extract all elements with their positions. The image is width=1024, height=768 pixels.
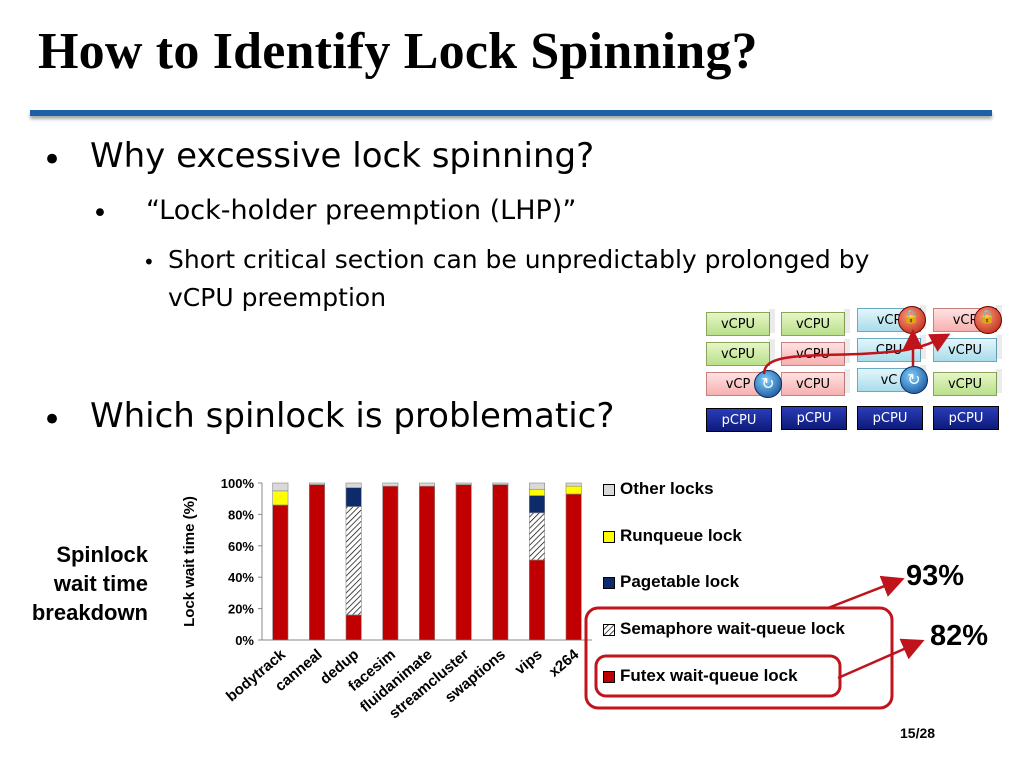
vcpu-pcpu-diagram: vCPU vCPU vCP vCP vCPU vCPU CPU vCPU vCP… bbox=[700, 302, 1020, 442]
side-label-line2: wait time bbox=[53, 571, 148, 596]
bullet-which-spinlock: Which spinlock is problematic? bbox=[90, 396, 615, 436]
bar-segment bbox=[419, 485, 436, 641]
chart-legend: Other locks Runqueue lock Pagetable lock… bbox=[598, 476, 898, 706]
bar-segment bbox=[382, 482, 399, 487]
bar-segment bbox=[528, 495, 545, 514]
bar-segment bbox=[345, 487, 362, 507]
bar-segment bbox=[309, 482, 326, 485]
legend-label-runqueue: Runqueue lock bbox=[620, 526, 742, 545]
y-tick-label: 100% bbox=[221, 476, 255, 491]
pcpu-box: pCPU bbox=[933, 406, 999, 430]
bullet-why-spinning: Why excessive lock spinning? bbox=[90, 136, 595, 176]
legend-swatch-other bbox=[603, 484, 615, 496]
bar-segment bbox=[272, 504, 289, 641]
pcpu-box: pCPU bbox=[857, 406, 923, 430]
annotation-82-percent: 82% bbox=[930, 620, 989, 652]
bar-segment bbox=[528, 482, 545, 490]
annotation-93-percent: 93% bbox=[906, 560, 965, 592]
bar-segment bbox=[309, 484, 326, 641]
bar-segment bbox=[345, 482, 362, 489]
vcpu-box: vCPU bbox=[933, 369, 1002, 396]
pcpu-box: pCPU bbox=[706, 408, 772, 432]
bar-segment bbox=[382, 485, 399, 641]
bullet-marker-2: • bbox=[42, 400, 63, 440]
lock-icon bbox=[974, 306, 1002, 334]
bar-segment bbox=[528, 559, 545, 641]
y-tick-label: 80% bbox=[228, 507, 254, 522]
legend-label-other: Other locks bbox=[620, 479, 714, 498]
bar-segment bbox=[455, 482, 472, 485]
vcpu-box: vCPU bbox=[781, 309, 850, 336]
legend-swatch-runqueue bbox=[603, 531, 615, 543]
bar-segment bbox=[528, 488, 545, 496]
side-label-line1: Spinlock bbox=[56, 542, 148, 567]
bar-segment bbox=[272, 490, 289, 506]
bullet-marker: • bbox=[42, 140, 63, 180]
y-axis-label: Lock wait time (%) bbox=[181, 496, 198, 627]
y-tick-label: 20% bbox=[228, 602, 254, 617]
x-tick-label: vips bbox=[512, 646, 546, 678]
spinlock-breakdown-label: Spinlock wait time breakdown bbox=[10, 540, 148, 627]
title-underline bbox=[30, 110, 992, 116]
bar-segment bbox=[419, 482, 436, 487]
sub-sub-bullet-marker: • bbox=[143, 250, 155, 274]
y-tick-label: 0% bbox=[235, 633, 254, 648]
bar-segment bbox=[565, 482, 582, 487]
bar-segment bbox=[345, 614, 362, 641]
sub-bullet-marker: • bbox=[92, 198, 108, 229]
y-tick-label: 40% bbox=[228, 570, 254, 585]
legend-label-futex: Futex wait-queue lock bbox=[620, 666, 798, 685]
highlight-box-futex bbox=[594, 654, 842, 698]
y-tick-label: 60% bbox=[228, 539, 254, 554]
legend-swatch-semaphore bbox=[603, 624, 615, 636]
pcpu-box: pCPU bbox=[781, 406, 847, 430]
legend-label-pagetable: Pagetable lock bbox=[620, 572, 740, 591]
side-label-line3: breakdown bbox=[31, 600, 148, 625]
bar-segment bbox=[492, 482, 509, 485]
vcpu-box: vCPU bbox=[781, 369, 850, 396]
page-number: 15/28 bbox=[900, 725, 936, 741]
preemption-arrows bbox=[762, 329, 951, 375]
sub-sub-bullet-line2: vCPU preemption bbox=[168, 283, 387, 312]
sub-bullet-lhp: “Lock-holder preemption (LHP)” bbox=[146, 195, 577, 226]
legend-label-semaphore: Semaphore wait-queue lock bbox=[620, 619, 845, 638]
spin-icon: ↻ bbox=[754, 370, 782, 398]
legend-swatch-futex bbox=[603, 671, 615, 683]
x-tick-label: x264 bbox=[546, 646, 583, 681]
sub-sub-bullet-line1: Short critical section can be unpredicta… bbox=[168, 245, 870, 274]
vcpu-box: vCPU bbox=[706, 339, 775, 366]
bar-segment bbox=[345, 506, 362, 616]
legend-swatch-pagetable bbox=[603, 577, 615, 589]
spin-icon: ↻ bbox=[900, 366, 928, 394]
lock-wait-time-chart: 0%20%40%60%80%100%Lock wait time (%)body… bbox=[181, 476, 592, 722]
highlight-annotations bbox=[584, 575, 925, 710]
bar-segment bbox=[492, 484, 509, 641]
slide-title: How to Identify Lock Spinning? bbox=[38, 23, 758, 80]
highlight-box-outer bbox=[584, 606, 894, 710]
bar-segment bbox=[455, 484, 472, 641]
vcpu-box: vCPU bbox=[706, 309, 775, 336]
bar-segment bbox=[528, 512, 545, 561]
bar-segment bbox=[272, 482, 289, 492]
bar-segment bbox=[565, 485, 582, 495]
